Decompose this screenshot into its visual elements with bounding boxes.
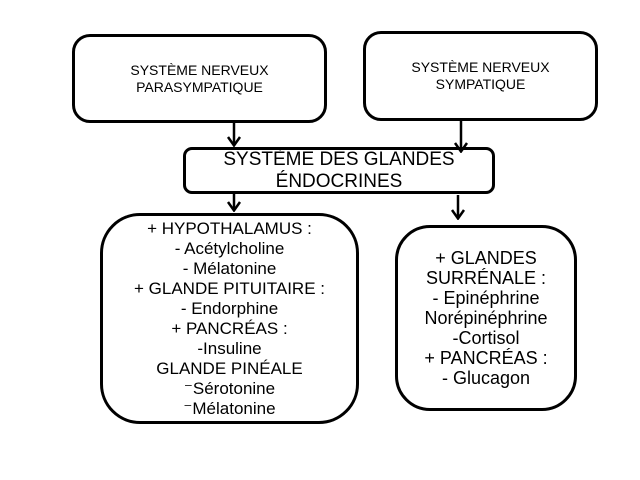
arrow-down-sympathetic-to-endocrine-icon bbox=[453, 121, 469, 153]
node-text-line: SYSTÈME NERVEUX bbox=[411, 59, 550, 75]
node-text-line: - Epinéphrine bbox=[432, 288, 540, 308]
arrow-down-endocrine-to-right-glands-icon bbox=[450, 195, 466, 220]
node-parasympathetic-nervous-system: SYSTÈME NERVEUX PARASYMPATIQUE bbox=[72, 34, 327, 123]
node-sympathetic-nervous-system: SYSTÈME NERVEUX SYMPATIQUE bbox=[363, 31, 598, 121]
node-text-line: GLANDE PINÉALE bbox=[156, 358, 303, 378]
node-text-line: + HYPOTHALAMUS : bbox=[147, 218, 312, 238]
node-text-line: -Cortisol bbox=[452, 328, 520, 348]
arrow-down-parasympathetic-to-endocrine-icon bbox=[226, 123, 242, 147]
node-text-line: ⁻Mélatonine bbox=[183, 398, 276, 418]
node-text-line: + PANCRÉAS : bbox=[424, 348, 548, 368]
node-text-line: + GLANDES bbox=[435, 248, 537, 268]
node-text-line: + PANCRÉAS : bbox=[171, 318, 288, 338]
node-text-line: SURRÉNALE : bbox=[425, 268, 547, 288]
node-text-line: - Mélatonine bbox=[182, 258, 277, 278]
node-text-line: + GLANDE PITUITAIRE : bbox=[134, 278, 325, 298]
node-parasympathetic-glands-list: + HYPOTHALAMUS : - Acétylcholine - Mélat… bbox=[100, 213, 359, 424]
node-text-line: - Endorphine bbox=[180, 298, 279, 318]
node-text-line: -Insuline bbox=[197, 338, 262, 358]
arrow-down-endocrine-to-left-glands-icon bbox=[226, 194, 242, 212]
node-text-line: ⁻Sérotonine bbox=[183, 378, 276, 398]
node-text-line: - Glucagon bbox=[441, 368, 531, 388]
node-text-line: PARASYMPATIQUE bbox=[136, 78, 263, 95]
node-text-line: SYSTÈME DES GLANDES bbox=[223, 148, 455, 170]
node-endocrine-gland-system: SYSTÈME DES GLANDES ÉNDOCRINES bbox=[183, 147, 495, 194]
node-text-line: - Acétylcholine bbox=[174, 238, 285, 258]
node-text-line: SYSTÈME NERVEUX bbox=[130, 61, 269, 78]
node-text-line: ÉNDOCRINES bbox=[275, 170, 403, 192]
node-text-line: Norépinéphrine bbox=[424, 308, 548, 328]
node-sympathetic-glands-list: + GLANDES SURRÉNALE : - Epinéphrine Noré… bbox=[395, 225, 577, 411]
node-text-line: SYMPATIQUE bbox=[435, 76, 526, 92]
